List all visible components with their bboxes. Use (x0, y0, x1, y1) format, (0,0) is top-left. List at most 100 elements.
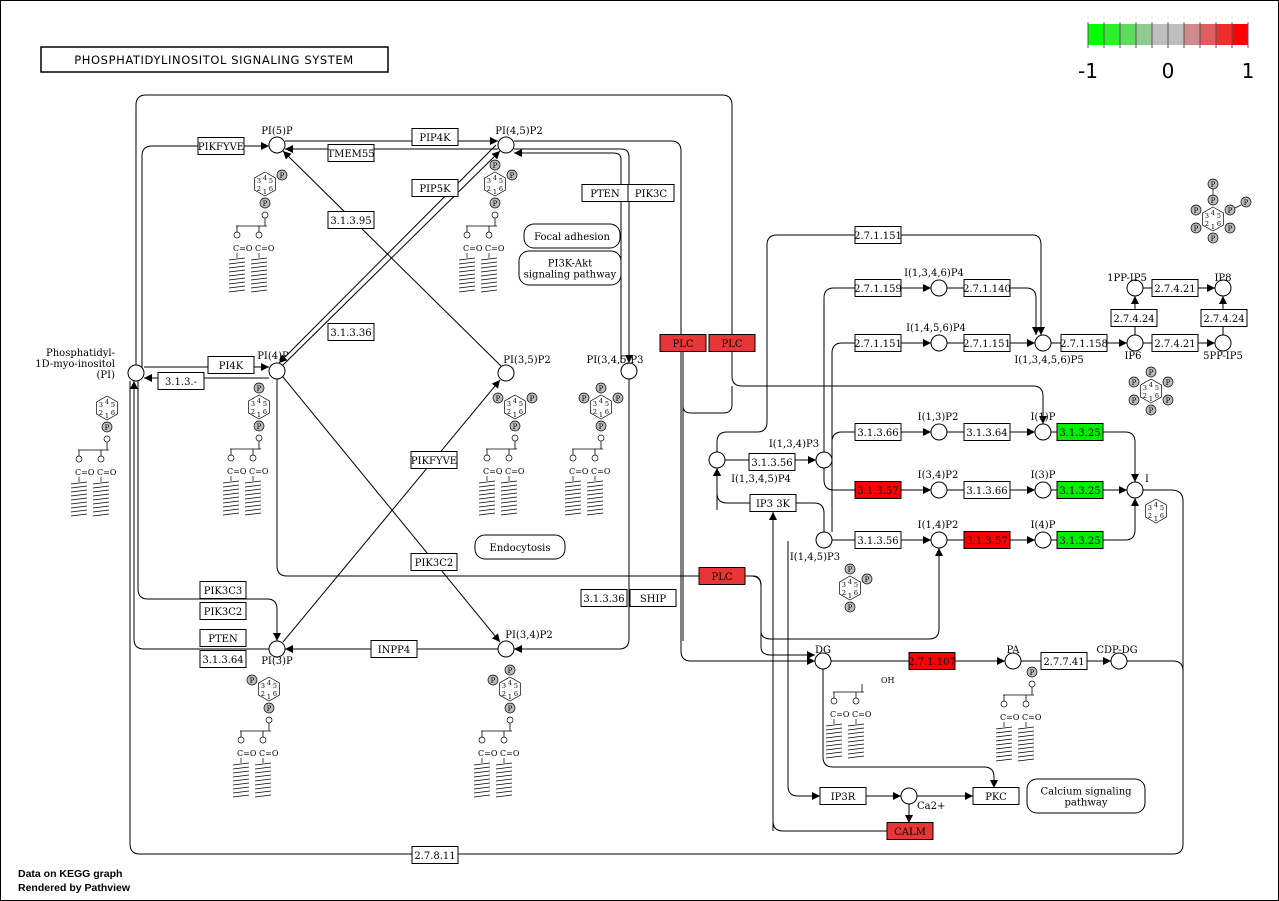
pathway-box[interactable] (474, 534, 566, 560)
gene-box[interactable] (854, 531, 902, 549)
gene-box[interactable] (1056, 481, 1104, 499)
gene-box[interactable] (199, 581, 247, 599)
compound-i-3-4-p2[interactable]: I(3,4)P2 (918, 470, 959, 499)
gene-node-2-7-1-151[interactable]: 2.7.1.151 (854, 226, 902, 244)
gene-box[interactable] (1110, 309, 1158, 327)
compound-pa[interactable]: PA (1004, 645, 1022, 670)
gene-box[interactable] (748, 453, 796, 471)
gene-node-3-1-3-57[interactable]: 3.1.3.57 (963, 531, 1011, 549)
gene-node-2-7-1-159[interactable]: 2.7.1.159 (854, 279, 902, 297)
compound-circle[interactable] (930, 481, 948, 499)
compound-circle[interactable] (930, 279, 948, 297)
compound-i-1-4-5-6-p4[interactable]: I(1,4,5,6)P4 (906, 323, 966, 352)
gene-node-pi4k[interactable]: PI4K (207, 356, 255, 374)
gene-node-inpp4[interactable]: INPP4 (370, 640, 418, 658)
gene-box[interactable] (199, 629, 247, 647)
compound-phosphatidyl-1d-myo-inositol-pi[interactable]: Phosphatidyl-1D-myo-inositol(PI) (35, 348, 145, 382)
compound-circle[interactable] (1126, 279, 1144, 297)
compound-i-1-4-p2[interactable]: I(1,4)P2 (918, 520, 959, 549)
compound-ca2[interactable]: Ca2+ (900, 787, 945, 812)
gene-node-pikfyve[interactable]: PIKFYVE (197, 137, 245, 155)
gene-node-pik3c2[interactable]: PIK3C2 (199, 602, 247, 620)
compound-circle[interactable] (497, 136, 515, 154)
compound-i-4-p[interactable]: I(4)P (1031, 520, 1056, 549)
compound-pi-3-p[interactable]: PI(3)P (261, 640, 293, 667)
pathway-box[interactable] (1026, 778, 1146, 814)
gene-node-2-7-1-140[interactable]: 2.7.1.140 (963, 279, 1011, 297)
gene-box[interactable] (1060, 334, 1108, 352)
gene-node-3-1-3-64[interactable]: 3.1.3.64 (963, 423, 1011, 441)
compound-circle[interactable] (1004, 652, 1022, 670)
gene-box[interactable] (908, 652, 956, 670)
compound-circle[interactable] (1034, 481, 1052, 499)
gene-box[interactable] (963, 481, 1011, 499)
gene-node-3-1-3-56[interactable]: 3.1.3.56 (748, 453, 796, 471)
gene-node-2-7-1-158[interactable]: 2.7.1.158 (1060, 334, 1108, 352)
compound-circle[interactable] (1214, 334, 1232, 352)
compound-circle[interactable] (1034, 423, 1052, 441)
gene-box[interactable] (819, 787, 867, 805)
compound-pi-3-4-p2[interactable]: PI(3,4)P2 (497, 630, 553, 658)
gene-node-tmem55[interactable]: TMEM55 (327, 144, 375, 162)
compound-circle[interactable] (1214, 279, 1232, 297)
gene-node-pip5k[interactable]: PIP5K (411, 179, 459, 197)
gene-node-2-7-7-41[interactable]: 2.7.7.41 (1040, 652, 1088, 670)
gene-node-plc[interactable]: PLC (698, 567, 746, 585)
compound-circle[interactable] (268, 362, 286, 380)
gene-box[interactable] (1056, 531, 1104, 549)
gene-box[interactable] (963, 279, 1011, 297)
compound-i-1-4-5-p3[interactable]: I(1,4,5)P3 (790, 531, 840, 563)
gene-node-2-7-4-21[interactable]: 2.7.4.21 (1151, 334, 1199, 352)
gene-box[interactable] (1200, 309, 1248, 327)
compound-dg[interactable]: DG (814, 645, 832, 670)
gene-node-plc[interactable]: PLC (659, 334, 707, 352)
gene-node-3-1-3-25[interactable]: 3.1.3.25 (1056, 423, 1104, 441)
compound-circle[interactable] (815, 451, 833, 469)
gene-box[interactable] (886, 822, 934, 840)
gene-node-2-7-1-151[interactable]: 2.7.1.151 (854, 334, 902, 352)
gene-box[interactable] (327, 323, 375, 341)
gene-node-3-1-3-57[interactable]: 3.1.3.57 (854, 481, 902, 499)
compound-pi-3-4-5-p3[interactable]: PI(3,4,5)P3 (586, 355, 644, 380)
gene-box[interactable] (963, 531, 1011, 549)
gene-box[interactable] (580, 589, 628, 607)
gene-node-pikfyve[interactable]: PIKFYVE (410, 451, 458, 469)
gene-node-plc[interactable]: PLC (708, 334, 756, 352)
gene-node-2-7-4-21[interactable]: 2.7.4.21 (1151, 279, 1199, 297)
gene-box[interactable] (410, 553, 458, 571)
compound-cdp-dg[interactable]: CDP-DG (1096, 645, 1138, 670)
compound-circle[interactable] (930, 423, 948, 441)
gene-box[interactable] (1056, 423, 1104, 441)
gene-box[interactable] (411, 846, 459, 864)
compound-circle[interactable] (1110, 652, 1128, 670)
compound-pi-4-p[interactable]: PI(4)P (257, 351, 289, 380)
gene-box[interactable] (199, 650, 247, 668)
gene-node-3-1-3-36[interactable]: 3.1.3.36 (327, 323, 375, 341)
compound-circle[interactable] (1034, 334, 1052, 352)
gene-box[interactable] (627, 184, 675, 202)
pathway-box[interactable] (518, 250, 622, 286)
compound-i-1-3-4-5-6-p5[interactable]: I(1,3,4,5,6)P5 (1014, 334, 1084, 366)
gene-node-2-7-4-24[interactable]: 2.7.4.24 (1200, 309, 1248, 327)
gene-box[interactable] (698, 567, 746, 585)
compound-i-1-3-p2[interactable]: I(1,3)P2 (918, 412, 959, 441)
compound-circle[interactable] (815, 531, 833, 549)
compound-pi-3-5-p2[interactable]: PI(3,5)P2 (497, 355, 551, 382)
gene-box[interactable] (963, 334, 1011, 352)
gene-box[interactable] (854, 334, 902, 352)
gene-box[interactable] (197, 137, 245, 155)
compound-pi-5-p[interactable]: PI(5)P (261, 126, 293, 154)
compound-circle[interactable] (900, 787, 918, 805)
gene-node-pten[interactable]: PTEN (581, 184, 629, 202)
compound-circle[interactable] (1126, 334, 1144, 352)
compound-circle[interactable] (268, 640, 286, 658)
gene-box[interactable] (854, 481, 902, 499)
gene-node-3-1-3-25[interactable]: 3.1.3.25 (1056, 481, 1104, 499)
compound-ip8[interactable]: IP8 (1214, 273, 1232, 297)
compound-i-1-3-4-6-p4[interactable]: I(1,3,4,6)P4 (904, 268, 964, 297)
compound-i-3-p[interactable]: I(3)P (1031, 470, 1056, 499)
gene-box[interactable] (854, 226, 902, 244)
gene-box[interactable] (207, 356, 255, 374)
gene-box[interactable] (157, 372, 205, 390)
